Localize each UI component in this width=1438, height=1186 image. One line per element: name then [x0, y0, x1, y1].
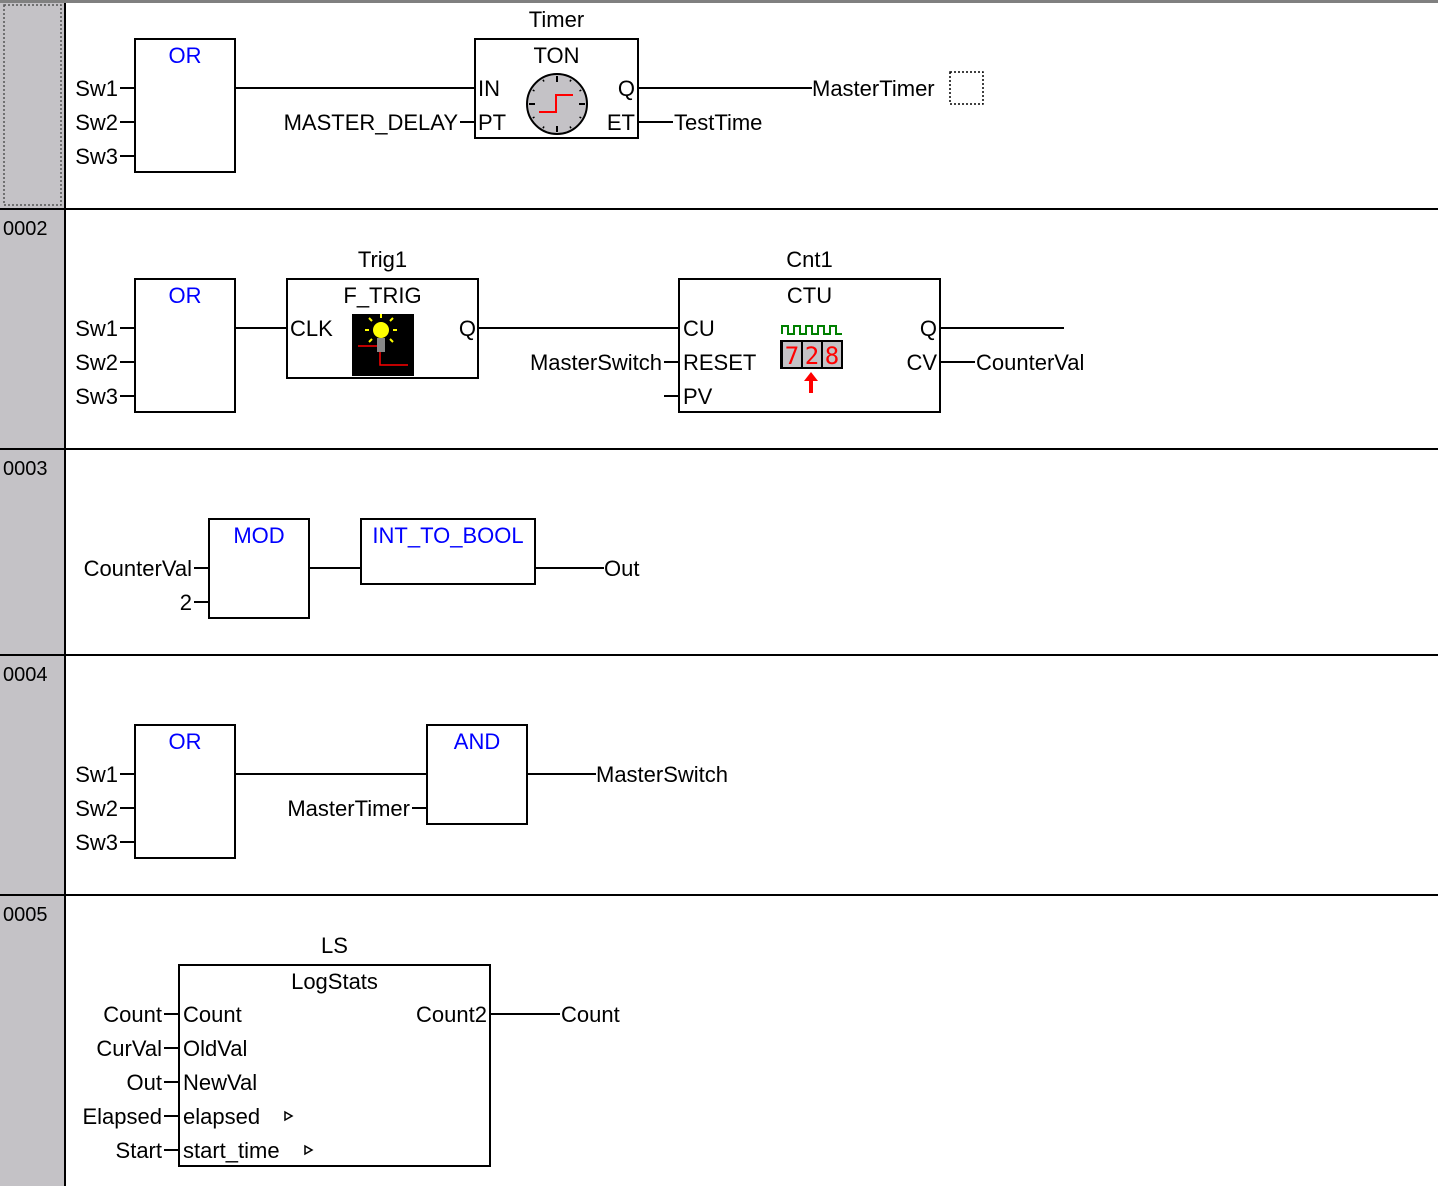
- pin-label: NewVal: [183, 1070, 257, 1095]
- input-variable: 2: [180, 590, 192, 615]
- output-variable: Count: [561, 1002, 620, 1027]
- input-variable: Sw1: [75, 316, 118, 341]
- input-variable: Elapsed: [82, 1104, 162, 1129]
- insertion-placeholder[interactable]: [949, 71, 984, 105]
- network-5[interactable]: 0005: [0, 894, 1438, 926]
- block-type: INT_TO_BOOL: [372, 523, 523, 548]
- pin-label: Count2: [416, 1002, 487, 1027]
- block-body[interactable]: [426, 724, 528, 825]
- pin-label: CV: [906, 350, 937, 375]
- counter-digit: 7: [785, 342, 799, 370]
- pin-label: elapsed: [183, 1104, 260, 1129]
- network-1[interactable]: [3, 4, 62, 206]
- block-int-to-bool[interactable]: INT_TO_BOOL Out: [360, 518, 639, 585]
- input-variable: Sw2: [75, 110, 118, 135]
- block-type: MOD: [233, 523, 284, 548]
- falling-edge-bulb-icon: [352, 314, 414, 376]
- pin-label: ET: [607, 110, 635, 135]
- input-variable: CurVal: [96, 1036, 162, 1061]
- pin-label: Q: [459, 316, 476, 341]
- pin-label: CLK: [290, 316, 333, 341]
- input-variable: MasterSwitch: [530, 350, 662, 375]
- input-variable: Sw2: [75, 350, 118, 375]
- input-variable: Sw3: [75, 830, 118, 855]
- network-gutter: [0, 3, 64, 1186]
- network-4[interactable]: 0004: [0, 654, 1438, 686]
- network-selection-marker[interactable]: [3, 4, 62, 206]
- network-3[interactable]: 0003: [0, 448, 1438, 480]
- pin-label: OldVal: [183, 1036, 247, 1061]
- pin-label: IN: [478, 76, 500, 101]
- pin-label: PT: [478, 110, 506, 135]
- input-variable: MasterTimer: [287, 796, 410, 821]
- input-variable: Sw2: [75, 796, 118, 821]
- pin-label: PV: [683, 384, 713, 409]
- block-body[interactable]: [178, 964, 491, 1167]
- block-body[interactable]: [134, 724, 236, 859]
- output-variable: TestTime: [674, 110, 762, 135]
- network-2[interactable]: 0002: [0, 208, 1438, 240]
- block-type: OR: [169, 43, 202, 68]
- input-variable: CounterVal: [84, 556, 192, 581]
- instance-name: Cnt1: [786, 247, 832, 272]
- pin-label: CU: [683, 316, 715, 341]
- block-type: CTU: [787, 283, 832, 308]
- pin-label: start_time: [183, 1138, 280, 1163]
- input-variable: Sw3: [75, 384, 118, 409]
- network-number: 0005: [3, 904, 48, 926]
- input-variable: Count: [103, 1002, 162, 1027]
- block-type: OR: [169, 729, 202, 754]
- network-number: 0004: [3, 664, 48, 686]
- block-and[interactable]: AND MasterTimer MasterSwitch: [287, 724, 728, 825]
- top-border: [0, 0, 1438, 3]
- block-type: AND: [454, 729, 500, 754]
- input-variable: Start: [116, 1138, 162, 1163]
- input-variable: Sw1: [75, 762, 118, 787]
- inout-marker-icon: [304, 1144, 314, 1156]
- counter-digit: 8: [825, 342, 839, 370]
- instance-name: LS: [321, 933, 348, 958]
- block-mod[interactable]: MOD CounterVal 2: [84, 518, 361, 619]
- input-variable: Sw3: [75, 144, 118, 169]
- instance-name: Trig1: [358, 247, 407, 272]
- pin-label: Count: [183, 1002, 242, 1027]
- output-variable: MasterSwitch: [596, 762, 728, 787]
- input-variable: Out: [127, 1070, 162, 1095]
- counter-digit: 2: [805, 342, 819, 370]
- network-number: 0002: [3, 218, 48, 240]
- inout-marker-icon: [284, 1110, 294, 1122]
- input-variable: MASTER_DELAY: [284, 110, 459, 135]
- input-variable: Sw1: [75, 76, 118, 101]
- network-number: 0003: [3, 458, 48, 480]
- block-body[interactable]: [134, 38, 236, 173]
- output-variable: MasterTimer: [812, 76, 935, 101]
- output-variable: Out: [604, 556, 639, 581]
- block-body[interactable]: [134, 278, 236, 413]
- block-type: F_TRIG: [343, 283, 421, 308]
- block-body[interactable]: [360, 518, 536, 585]
- block-type: TON: [533, 43, 579, 68]
- pin-label: RESET: [683, 350, 756, 375]
- pin-label: Q: [920, 316, 937, 341]
- instance-name: Timer: [529, 7, 584, 32]
- clock-icon: [526, 73, 588, 135]
- output-variable: CounterVal: [976, 350, 1084, 375]
- pin-label: Q: [618, 76, 635, 101]
- block-type: OR: [169, 283, 202, 308]
- block-type: LogStats: [291, 969, 378, 994]
